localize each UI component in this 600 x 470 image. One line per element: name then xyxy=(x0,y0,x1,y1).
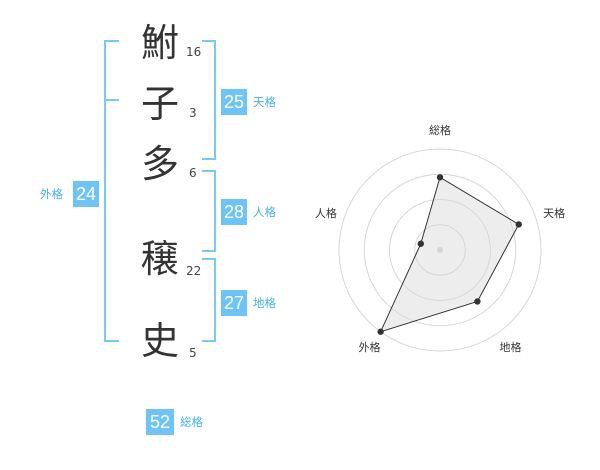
tenkaku-value: 25 xyxy=(221,89,247,115)
radar-point-4 xyxy=(377,328,384,335)
gaikaku-value: 24 xyxy=(73,181,99,207)
chikaku-label: 地格 xyxy=(253,296,276,310)
jinkaku-value: 28 xyxy=(221,199,247,225)
stroke-count-2: 3 xyxy=(189,106,197,120)
gaikaku-bracket xyxy=(104,40,119,342)
gaikaku-label: 外格 xyxy=(40,187,63,201)
tenkaku-bracket xyxy=(202,40,216,160)
radar-axis-label-4: 外格 xyxy=(358,340,380,354)
name-char-5: 史 xyxy=(140,319,179,363)
stroke-count-5: 5 xyxy=(189,346,197,360)
chikaku-bracket xyxy=(202,258,216,342)
radar-axis-label-2: 天格 xyxy=(543,206,565,220)
radar-point-5 xyxy=(417,240,424,247)
name-char-2: 子 xyxy=(140,82,179,126)
soukaku-label: 総格 xyxy=(180,415,203,429)
radar-polygon xyxy=(379,176,520,333)
radar-axis-label-3: 地格 xyxy=(500,340,522,354)
radar-area xyxy=(379,176,520,333)
name-char-4: 穣 xyxy=(140,237,179,281)
stroke-count-1: 16 xyxy=(186,45,202,59)
chikaku-value: 27 xyxy=(221,290,247,316)
radar-point-3 xyxy=(474,298,481,305)
stroke-count-3: 6 xyxy=(189,166,197,180)
radar-center-dot xyxy=(437,247,443,253)
jinkaku-bracket xyxy=(202,170,216,252)
radar-ring-4 xyxy=(338,148,542,352)
radar-ring-1 xyxy=(414,224,466,276)
name-char-3: 多 xyxy=(140,142,179,186)
gaikaku-bracket-tick xyxy=(104,99,119,101)
radar-ring-2 xyxy=(389,199,491,301)
radar-axis-label-5: 人格 xyxy=(315,206,337,220)
soukaku-value: 52 xyxy=(146,409,174,435)
tenkaku-label: 天格 xyxy=(253,95,276,109)
radar-point-2 xyxy=(515,221,522,228)
stroke-count-4: 22 xyxy=(186,264,202,278)
radar-axis-label-1: 総格 xyxy=(429,123,451,137)
radar-points xyxy=(377,174,522,335)
radar-point-1 xyxy=(436,174,444,181)
jinkaku-label: 人格 xyxy=(253,205,276,219)
name-char-1: 鮒 xyxy=(140,21,179,65)
